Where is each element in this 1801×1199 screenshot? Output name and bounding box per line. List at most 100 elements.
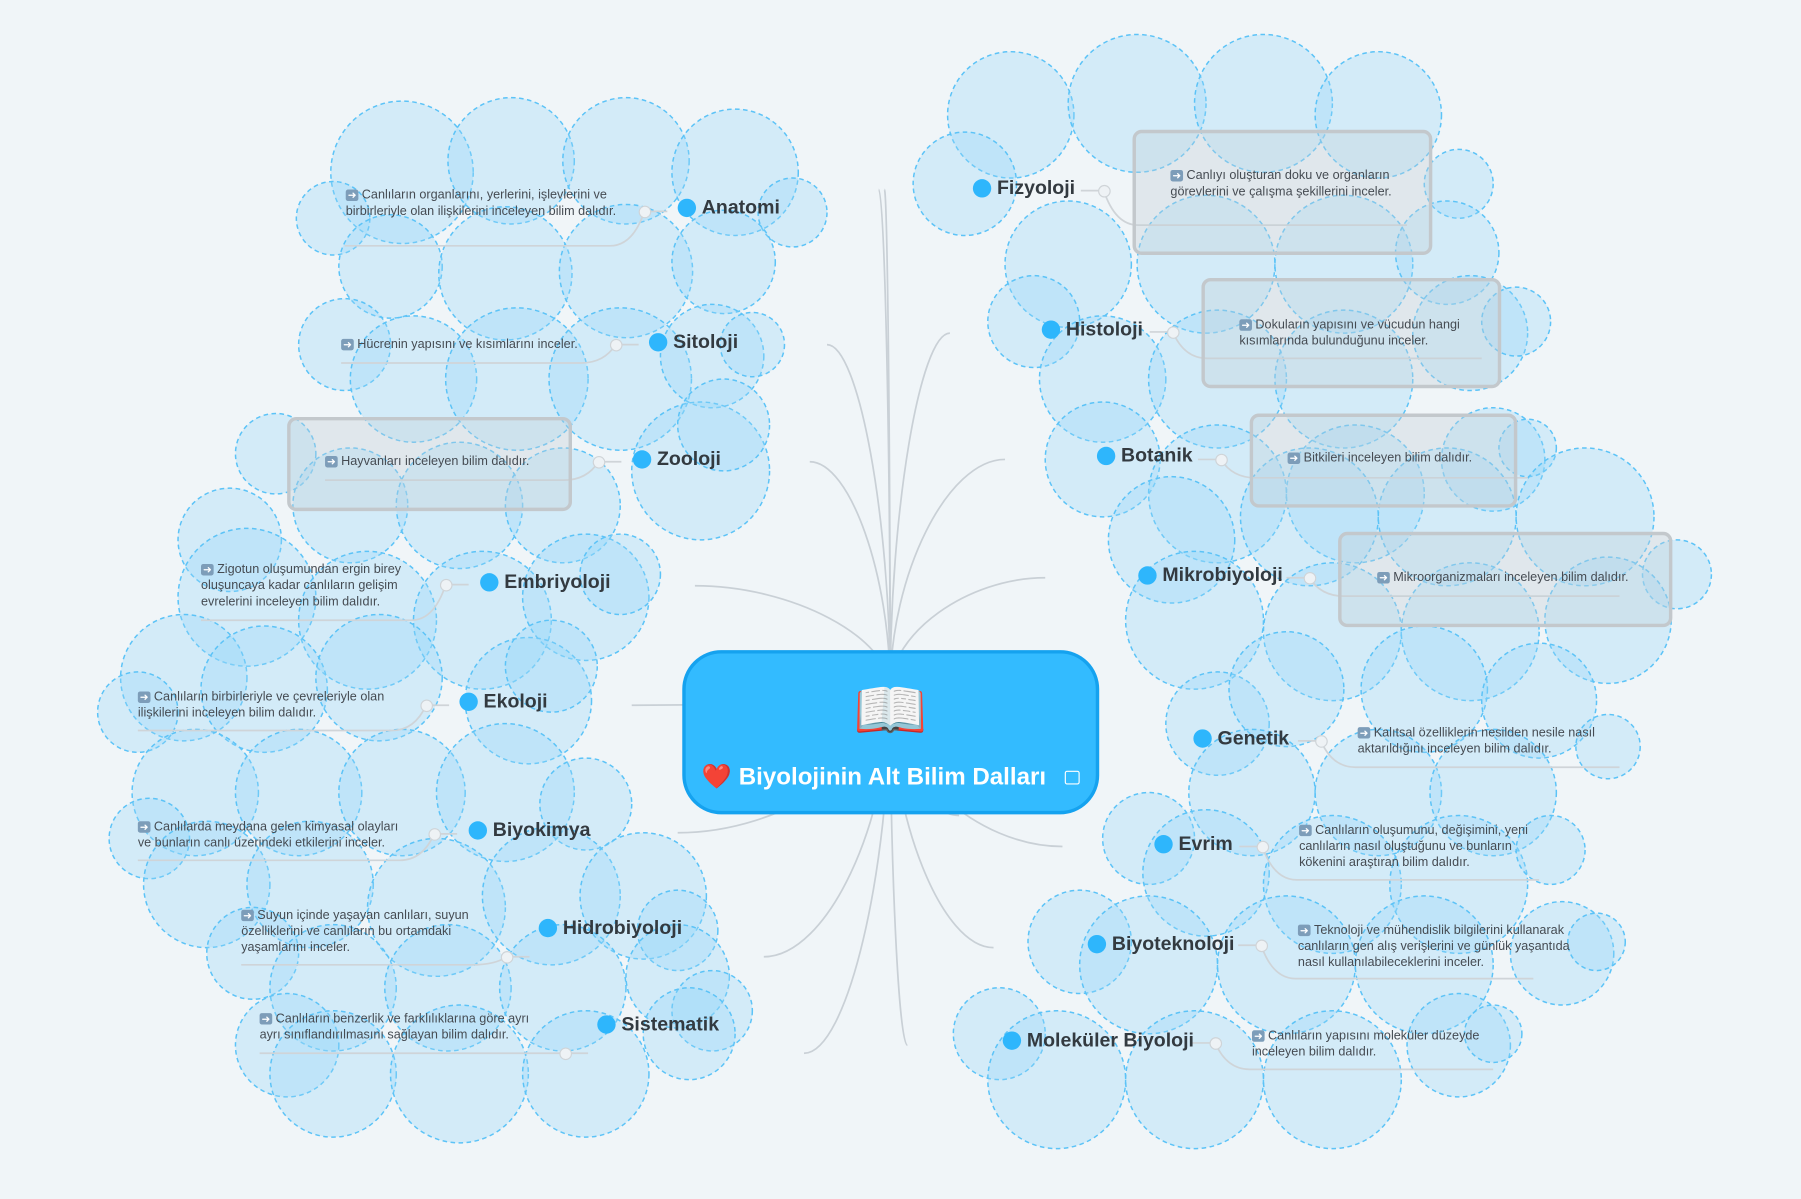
desc-sistematik[interactable]: ➜Canlıların benzerlik ve farklılıklarına… (259, 1011, 541, 1043)
cloud-lobe (444, 307, 589, 451)
arrow-right-icon: ➜ (345, 189, 359, 202)
topic-embriyoloji[interactable]: Embriyoloji (480, 571, 611, 594)
topic-label: Ekoloji (483, 690, 548, 713)
topic-biyokimya[interactable]: Biyokimya (468, 819, 590, 842)
cloud-lobe (1216, 895, 1357, 1035)
cloud-lobe (987, 274, 1081, 369)
cloud-lobe (1314, 50, 1443, 179)
topic-histoloji[interactable]: Histoloji (1041, 318, 1143, 341)
desc-fizyoloji[interactable]: ➜Canlıyı oluşturan doku ve organların gö… (1170, 168, 1400, 200)
desc-text: Hücrenin yapısını ve kısımlarını inceler… (357, 337, 578, 352)
topic-botanik[interactable]: Botanik (1096, 445, 1193, 468)
desc-histoloji[interactable]: ➜Dokuların yapısını ve vücudun hangi kıs… (1239, 317, 1480, 349)
desc-zooloji[interactable]: ➜Hayvanları inceleyen bilim dalıdır. (325, 454, 566, 470)
collapse-knob[interactable] (1303, 572, 1317, 585)
desc-biyokimya[interactable]: ➜Canlılarda meydana gelen kimyasal olayl… (137, 819, 414, 851)
cloud-lobe (395, 441, 524, 570)
collapse-knob[interactable] (592, 455, 606, 469)
cloud-lobe (987, 1010, 1127, 1150)
desc-botanik[interactable]: ➜Bitkileri inceleyen bilim dalıdır. (1287, 450, 1506, 466)
cloud-lobe (1314, 728, 1443, 857)
desc-molekuler-biyoloji[interactable]: ➜Canlıların yapısını moleküler düzeyde i… (1251, 1028, 1493, 1060)
desc-anatomi[interactable]: ➜Canlıların organlarını, yerlerini, işle… (345, 187, 622, 219)
desc-underline (201, 584, 447, 622)
cloud-lobe (269, 1010, 398, 1138)
cloud-lobe (1567, 912, 1627, 972)
cloud-lobe (946, 50, 1075, 179)
topic-dot (468, 821, 488, 840)
cloud-lobe (1389, 814, 1529, 955)
cloud-lobe (625, 923, 731, 1029)
topic-anatomi[interactable]: Anatomi (677, 196, 780, 219)
collapse-knob[interactable] (1209, 1037, 1223, 1050)
desc-text: Canlılarda meydana gelen kimyasal olayla… (137, 820, 399, 850)
arrow-right-icon: ➜ (137, 691, 151, 703)
collapse-knob[interactable] (1215, 453, 1228, 467)
desc-hidrobiyoloji[interactable]: ➜Suyun içinde yaşayan canlıları, suyun ö… (241, 907, 482, 955)
collapse-knob[interactable] (1098, 184, 1111, 198)
branch-line (809, 460, 892, 690)
topic-zooloji[interactable]: Zooloji (632, 447, 721, 471)
desc-genetik[interactable]: ➜Kalıtsal özelliklerin nesilden nesile n… (1357, 725, 1622, 757)
topic-biyoteknoloji[interactable]: Biyoteknoloji (1087, 932, 1235, 956)
image-icon[interactable] (1064, 770, 1080, 785)
topic-label: Evrim (1178, 832, 1233, 855)
collapse-knob[interactable] (439, 578, 453, 592)
cloud-lobe (349, 315, 478, 443)
collapse-knob[interactable] (609, 338, 623, 352)
desc-text: Mikroorganizmaları inceleyen bilim dalıd… (1393, 570, 1629, 585)
cloud-lobe (642, 987, 736, 1081)
topic-mikrobiyoloji[interactable]: Mikrobiyoloji (1138, 564, 1283, 587)
desc-sitoloji[interactable]: ➜Hücrenin yapısını ve kısımlarını incele… (341, 337, 617, 353)
collapse-knob[interactable] (1315, 735, 1328, 748)
desc-text: Canlıların organlarını, yerlerini, işlev… (345, 188, 617, 219)
topic-dot (1193, 729, 1212, 748)
desc-underline (344, 211, 646, 247)
collapse-knob[interactable] (500, 951, 514, 964)
desc-ekoloji[interactable]: ➜Canlıların birbirleriyle ve çevreleriyl… (137, 689, 408, 721)
central-topic[interactable]: 📖 ❤️ Biyolojinin Alt Bilim Dalları (682, 650, 1100, 815)
desc-evrim[interactable]: ➜Canlıların oluşumunu, değişimini, yeni … (1299, 822, 1552, 870)
desc-biyoteknoloji[interactable]: ➜Teknoloji ve mühendislik bilgilerini ku… (1297, 922, 1591, 970)
fizyoloji-note-box (1132, 129, 1433, 255)
topic-dot (459, 692, 478, 711)
cloud-lobe (1262, 1010, 1403, 1150)
desc-mikrobiyoloji[interactable]: ➜Mikroorganizmaları inceleyen bilim dalı… (1377, 570, 1653, 586)
cloud-lobe (142, 820, 271, 949)
cloud-lobe (481, 826, 621, 966)
topic-dot (1154, 835, 1173, 854)
cloud-lobe (1193, 33, 1334, 174)
topic-label: Biyoteknoloji (1111, 932, 1235, 955)
cloud-lobe (1101, 791, 1196, 886)
arrow-right-icon: ➜ (1299, 824, 1312, 837)
topic-genetik[interactable]: Genetik (1193, 727, 1289, 750)
collapse-knob[interactable] (1256, 840, 1270, 854)
desc-embriyoloji[interactable]: ➜Zigotun oluşumundan ergin birey oluşunc… (201, 562, 425, 610)
cloud-lobe (389, 1004, 530, 1144)
topic-evrim[interactable]: Evrim (1154, 832, 1233, 856)
topic-label: Zooloji (656, 447, 721, 470)
topic-label: Sistematik (621, 1013, 720, 1035)
cloud-lobe (504, 619, 599, 713)
arrow-right-icon: ➜ (1297, 924, 1311, 937)
collapse-knob[interactable] (559, 1047, 573, 1061)
topic-molekuler-biyoloji[interactable]: Moleküler Biyoloji (1002, 1029, 1194, 1052)
collapse-knob[interactable] (420, 699, 434, 713)
collapse-knob[interactable] (638, 205, 652, 219)
collapse-knob[interactable] (428, 828, 442, 841)
topic-hidrobiyoloji[interactable]: Hidrobiyoloji (538, 917, 682, 940)
collapse-knob[interactable] (1166, 326, 1180, 339)
collapse-knob[interactable] (1255, 939, 1269, 953)
cloud-lobe (504, 447, 621, 564)
cloud-lobe (1354, 895, 1494, 1035)
topic-sistematik[interactable]: Sistematik (597, 1013, 719, 1036)
topic-ekoloji[interactable]: Ekoloji (459, 690, 548, 713)
cloud-lobe (1440, 407, 1546, 512)
cloud-lobe (1136, 194, 1276, 334)
topic-sitoloji[interactable]: Sitoloji (648, 331, 738, 354)
branch-line (889, 332, 951, 690)
cloud-lobe (671, 209, 777, 315)
topic-fizyoloji[interactable]: Fizyoloji (972, 177, 1075, 200)
arrow-right-icon: ➜ (1357, 727, 1371, 739)
